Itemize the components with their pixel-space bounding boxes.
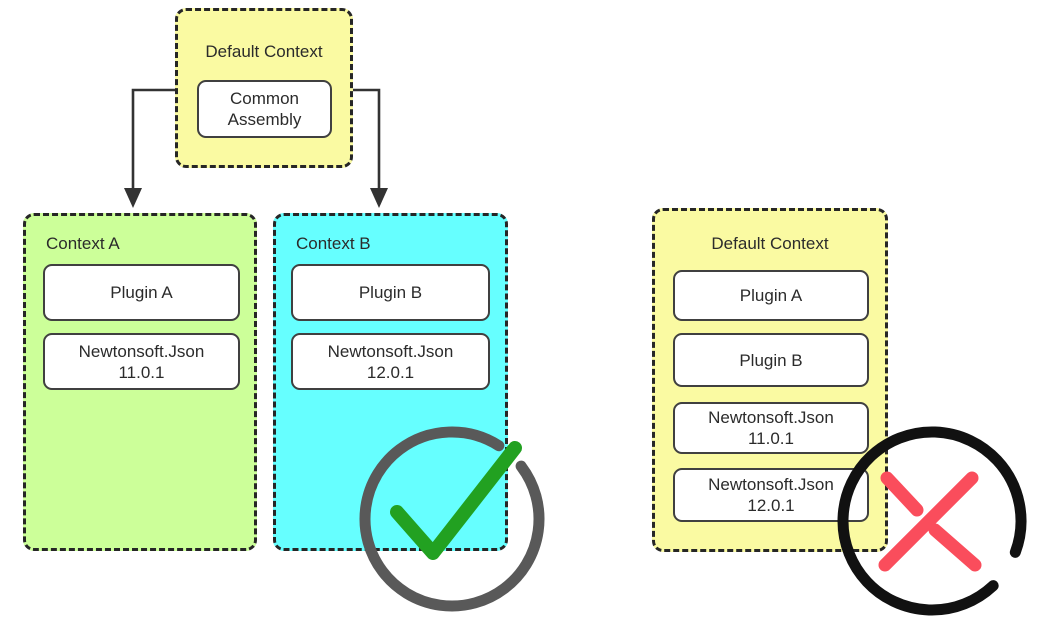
newtonsoft-11-box: Newtonsoft.Json 11.0.1 [43, 333, 240, 390]
arrow-to-context-b [353, 88, 388, 208]
merged-newtonsoft-11-box: Newtonsoft.Json 11.0.1 [673, 402, 869, 454]
plugin-b-box: Plugin B [291, 264, 490, 321]
context-b-title: Context B [296, 234, 371, 253]
default-context-box: Default Context Common Assembly [175, 8, 353, 168]
arrow-to-context-a [124, 88, 175, 208]
merged-newtonsoft-12-box: Newtonsoft.Json 12.0.1 [673, 468, 869, 522]
common-assembly-box: Common Assembly [197, 80, 332, 138]
merged-default-context-title: Default Context [711, 234, 829, 253]
merged-plugin-a-box: Plugin A [673, 270, 869, 321]
newtonsoft-12-box: Newtonsoft.Json 12.0.1 [291, 333, 490, 390]
context-a-title: Context A [46, 234, 120, 253]
context-a-box: Context A Plugin A Newtonsoft.Json 11.0.… [23, 213, 257, 551]
context-b-box: Context B Plugin B Newtonsoft.Json 12.0.… [273, 213, 508, 551]
merged-default-context-box: Default Context Plugin A Plugin B Newton… [652, 208, 888, 552]
plugin-a-box: Plugin A [43, 264, 240, 321]
merged-plugin-b-box: Plugin B [673, 333, 869, 387]
default-context-title: Default Context [205, 42, 323, 61]
